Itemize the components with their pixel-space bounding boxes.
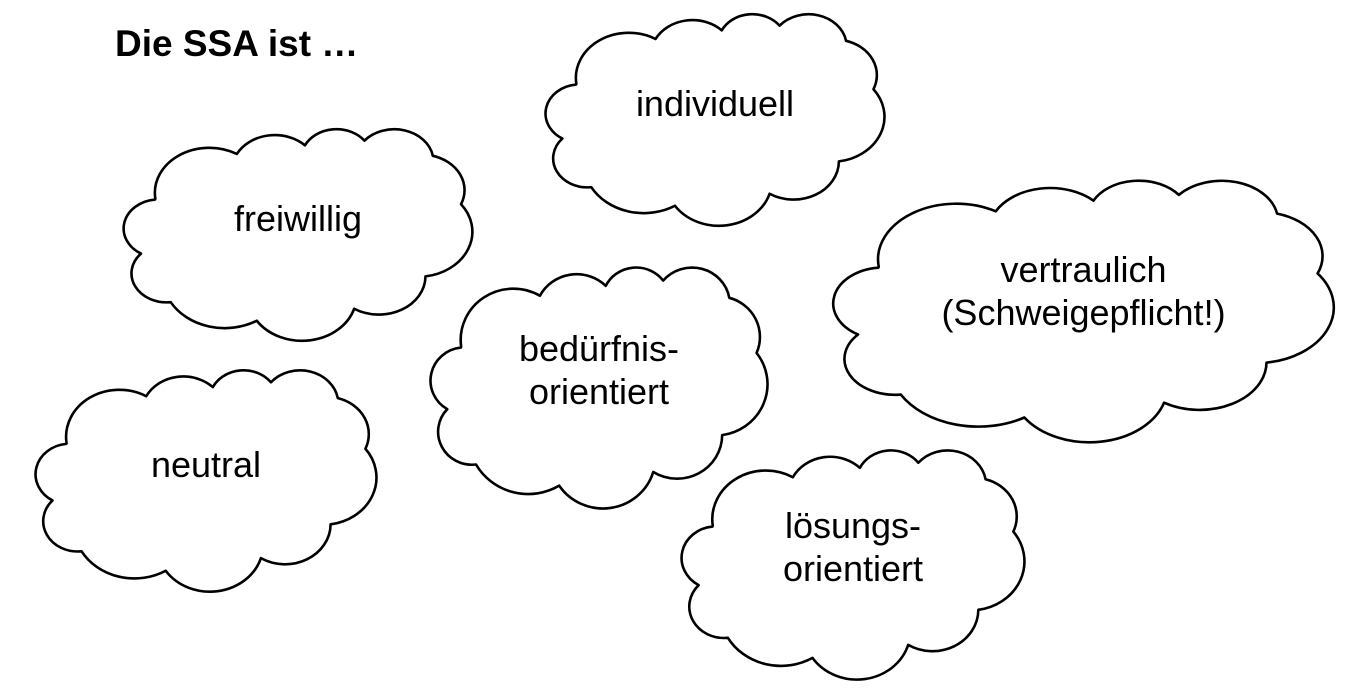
cloud-label: vertraulich (Schweigepflicht!) <box>828 178 1339 405</box>
cloud-shape-icon <box>678 448 1028 682</box>
cloud-loesungsorientiert: lösungs- orientiert <box>678 448 1028 682</box>
cloud-label-line: (Schweigepflicht!) <box>941 292 1226 334</box>
cloud-shape-icon <box>828 178 1339 445</box>
cloud-shape-icon <box>427 265 771 511</box>
cloud-shape-icon <box>542 12 888 228</box>
cloud-freiwillig: freiwillig <box>120 127 476 343</box>
cloud-label: lösungs- orientiert <box>678 448 1028 647</box>
cloud-label-line: orientiert <box>782 548 924 590</box>
cloud-outline <box>124 129 473 341</box>
cloud-label-line: lösungs- <box>784 505 922 547</box>
cloud-label-line: bedürfnis- <box>518 327 680 369</box>
cloud-beduerfnisorientiert: bedürfnis- orientiert <box>427 265 771 511</box>
cloud-label: individuell <box>542 12 888 196</box>
cloud-shape-icon <box>120 127 476 343</box>
cloud-outline <box>682 450 1025 679</box>
cloud-shape-icon <box>32 368 380 594</box>
cloud-label-line: freiwillig <box>233 198 363 240</box>
cloud-label: freiwillig <box>120 127 476 311</box>
cloud-label-line: individuell <box>635 83 795 125</box>
cloud-outline <box>833 181 1334 443</box>
cloud-outline <box>431 268 768 509</box>
cloud-outline <box>546 14 885 226</box>
cloud-outline <box>36 370 377 591</box>
cloud-individuell: individuell <box>542 12 888 228</box>
page-title: Die SSA ist … <box>115 23 359 64</box>
cloud-label: neutral <box>32 368 380 560</box>
cloud-label-line: orientiert <box>528 370 670 412</box>
cloud-label-line: vertraulich <box>1000 249 1167 291</box>
cloud-neutral: neutral <box>32 368 380 594</box>
cloud-label: bedürfnis- orientiert <box>427 265 771 474</box>
cloud-vertraulich: vertraulich (Schweigepflicht!) <box>828 178 1339 445</box>
cloud-label-line: neutral <box>150 443 262 485</box>
